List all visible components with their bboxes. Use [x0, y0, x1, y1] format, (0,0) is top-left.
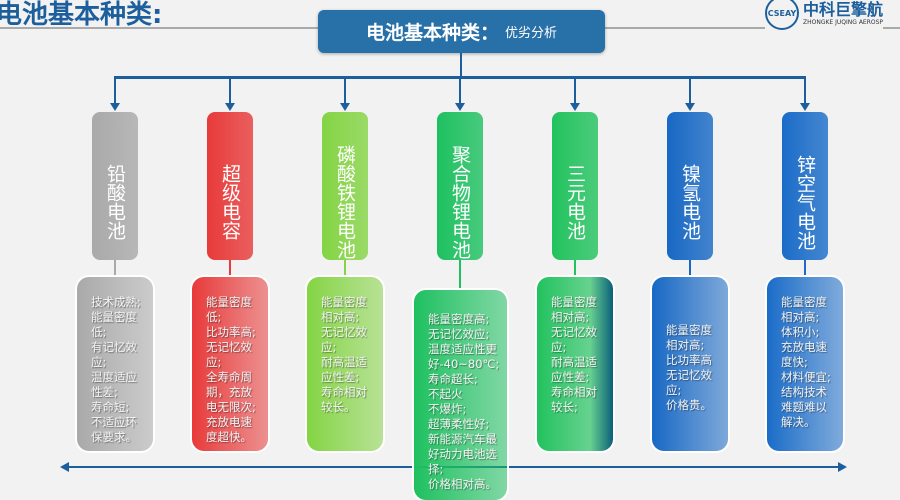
connector	[459, 260, 461, 290]
right-arrowhead-icon	[838, 462, 847, 472]
arrow-down-icon	[570, 103, 580, 111]
center-stem	[460, 53, 462, 77]
battery-type-label: 聚合物锂电池	[437, 112, 483, 260]
battery-type-label: 超级电容	[207, 112, 253, 260]
battery-type-description: 能量密度相对高; 无记忆效应; 耐高温适应性差; 寿命相对较长;	[537, 277, 613, 451]
battery-type-description: 能量密度相对高; 无记忆效应; 耐高温适应性差; 寿命相对较长。	[307, 277, 383, 451]
battery-type-label: 三元电池	[552, 112, 598, 260]
battery-type-description: 能量密度高; 无记忆效应; 温度适应性更好-40~80℃; 寿命超长; 不起火 …	[414, 290, 507, 500]
logo-subtitle: ZHONGKE JUQING AEROSP	[803, 18, 884, 26]
left-arrowhead-icon	[60, 462, 69, 472]
branch-stem	[344, 78, 346, 104]
branch-stem	[574, 78, 576, 104]
branch-stem	[114, 78, 116, 104]
page-title: 电池基本种类:	[0, 0, 163, 30]
connector	[114, 260, 116, 277]
connector	[344, 260, 346, 277]
connector	[229, 260, 231, 277]
branch-stem	[689, 78, 691, 104]
battery-type-label: 铅酸电池	[92, 112, 138, 260]
center-title: 电池基本种类：	[365, 22, 499, 44]
branch-stem	[804, 78, 806, 104]
arrow-down-icon	[800, 103, 810, 111]
arrow-down-icon	[455, 103, 465, 111]
battery-type-label: 镍氢电池	[667, 112, 713, 260]
battery-type-description: 能量密度低; 比功率高; 无记忆效应; 全寿命周期，充放电无限次; 充放电速度超…	[192, 277, 268, 451]
battery-type-description: 技术成熟; 能量密度低; 有记忆效应; 温度适应性差; 寿命短; 不适应环保要求…	[77, 277, 153, 451]
connector	[804, 260, 806, 277]
logo-emblem-icon: CSEAY	[765, 0, 799, 30]
center-subtitle: 优劣分析	[505, 26, 558, 41]
battery-type-label: 锌空气电池	[782, 112, 828, 260]
branch-stem	[229, 78, 231, 104]
center-title-box: 电池基本种类： 优劣分析	[318, 10, 605, 53]
battery-type-label: 磷酸铁锂电池	[322, 112, 368, 260]
logo-name: 中科巨擎航	[803, 0, 884, 19]
branch-stem	[459, 78, 461, 104]
arrow-down-icon	[685, 103, 695, 111]
arrow-down-icon	[225, 103, 235, 111]
connector	[689, 260, 691, 277]
battery-type-description: 能量密度相对高; 比功率高 无记忆效应; 价格贵。	[652, 277, 728, 451]
battery-type-description: 能量密度相对高; 体积小; 充放电速度快; 材料便宜; 结构技术难题难以解决。	[767, 277, 843, 451]
arrow-down-icon	[110, 103, 120, 111]
connector	[574, 260, 576, 277]
branch-line	[114, 76, 806, 79]
arrow-down-icon	[340, 103, 350, 111]
